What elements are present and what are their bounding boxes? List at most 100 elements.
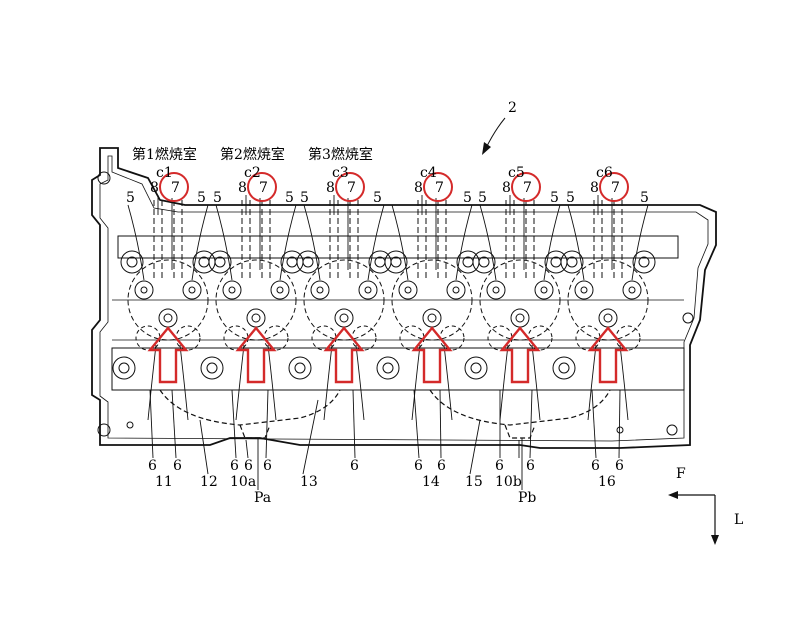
exhaust-boss — [464, 356, 488, 380]
exhaust-port-wall — [619, 344, 629, 421]
ref-5-label: 5 — [478, 190, 487, 206]
bottom-leaders — [149, 389, 621, 490]
intake-valve-stem — [452, 286, 460, 294]
orientation-axes: F L — [668, 466, 743, 545]
intake-port-wall — [567, 204, 585, 281]
ref-5-label: 5 — [197, 190, 206, 206]
intake-valve — [398, 280, 418, 300]
cylinder-5-labels: c5 8 7 — [502, 165, 532, 196]
flange-bolts — [97, 171, 694, 437]
combustion-chamber-outline — [479, 259, 561, 341]
exhaust-port-wall — [531, 344, 541, 421]
cylinder-id-label: c4 — [420, 165, 437, 181]
ref-6-label: 6 — [495, 458, 504, 474]
exhaust-port-wall — [443, 344, 453, 421]
intake-port-wall — [367, 204, 385, 281]
ref-8-label: 8 — [326, 180, 335, 196]
exhaust-boss — [376, 356, 400, 380]
intake-valve — [574, 280, 594, 300]
cylinder-id-label: c1 — [156, 165, 173, 181]
exhaust-boss — [552, 356, 576, 380]
cylinder-id-label: c2 — [244, 165, 261, 181]
left-axis-label: L — [734, 512, 743, 528]
ref-8-label: 8 — [238, 180, 247, 196]
spark-plug-hole — [515, 313, 525, 323]
forward-arrowhead-icon — [668, 491, 678, 499]
chamber-label-2: 第2燃焼室 — [220, 146, 285, 163]
intake-valve-stem — [404, 286, 412, 294]
cam-journal — [638, 256, 650, 268]
point-pb-label: Pb — [518, 490, 536, 506]
highlight-circle — [423, 172, 453, 202]
ref-7-label: 7 — [435, 180, 444, 196]
collector-b — [429, 389, 611, 426]
intake-valve — [134, 280, 154, 300]
exhaust-port-wall — [587, 344, 597, 421]
intake-valve — [270, 280, 290, 300]
cam-journal — [214, 256, 226, 268]
cam-lobe — [560, 250, 584, 274]
ref-6-label: 6 — [263, 458, 272, 474]
figure-ref-label: 2 — [508, 100, 517, 116]
intake-valve — [222, 280, 242, 300]
ref-5-label: 5 — [300, 190, 309, 206]
spark-plug-hole — [163, 313, 173, 323]
top-5-labels: 5 5 5 5 5 5 5 5 5 5 5 — [126, 190, 649, 206]
intake-valve-stem — [364, 286, 372, 294]
highlight-circle — [511, 172, 541, 202]
ref-6-label: 6 — [148, 458, 157, 474]
ref-6-label: 6 — [244, 458, 253, 474]
intake-valve-stem — [316, 286, 324, 294]
ref-6-label: 6 — [526, 458, 535, 474]
ref-5-label: 5 — [640, 190, 649, 206]
highlight-arrow — [235, 326, 277, 384]
exhaust-boss — [200, 356, 224, 380]
ref-8-label: 8 — [590, 180, 599, 196]
collector-a-outlet — [239, 424, 271, 439]
ref-6-label: 6 — [350, 458, 359, 474]
cam-lobe — [632, 250, 656, 274]
ref-12-label: 12 — [200, 474, 218, 490]
exhaust-boss-bore — [470, 362, 482, 374]
exhaust-boss-bore — [206, 362, 218, 374]
spark-plug-hole — [251, 313, 261, 323]
intake-valve — [310, 280, 330, 300]
ref-6-label: 6 — [414, 458, 423, 474]
intake-valve-stem — [276, 286, 284, 294]
intake-port-wall — [455, 204, 473, 281]
intake-valve-stem — [188, 286, 196, 294]
collector-b-outlet — [504, 424, 536, 439]
ref-6-label: 6 — [173, 458, 182, 474]
intake-valve-stem — [140, 286, 148, 294]
spark-plug-boss — [510, 308, 530, 328]
cam-journal — [126, 256, 138, 268]
forward-axis-label: F — [676, 466, 686, 482]
exhaust-boss-bore — [118, 362, 130, 374]
cam-lobe — [120, 250, 144, 274]
ref-10b-label: 10b — [495, 474, 522, 490]
point-pa-label: Pa — [254, 490, 271, 506]
ref-5-label: 5 — [213, 190, 222, 206]
highlight-arrow — [147, 326, 189, 384]
bottom-ref-labels: 11 12 10a 13 14 15 10b 16 Pa Pb — [155, 474, 616, 506]
highlight-arrow — [323, 326, 365, 384]
ref-6-label: 6 — [230, 458, 239, 474]
combustion-chamber-outline — [215, 259, 297, 341]
ref-6-label: 6 — [591, 458, 600, 474]
ref-5-label: 5 — [550, 190, 559, 206]
ref-5-label: 5 — [566, 190, 575, 206]
highlight-circle — [599, 172, 629, 202]
exhaust-boss — [112, 356, 136, 380]
ref-8-label: 8 — [414, 180, 423, 196]
highlight-arrow — [411, 326, 453, 384]
highlight-circle — [247, 172, 277, 202]
intake-valve-stem — [540, 286, 548, 294]
combustion-chamber-outline — [567, 259, 649, 341]
cam-journal — [390, 256, 402, 268]
ref-11-label: 11 — [155, 474, 173, 490]
left-arrowhead-icon — [711, 535, 719, 545]
intake-valve — [534, 280, 554, 300]
intake-port-wall — [391, 204, 409, 281]
cylinder-id-label: c5 — [508, 165, 525, 181]
